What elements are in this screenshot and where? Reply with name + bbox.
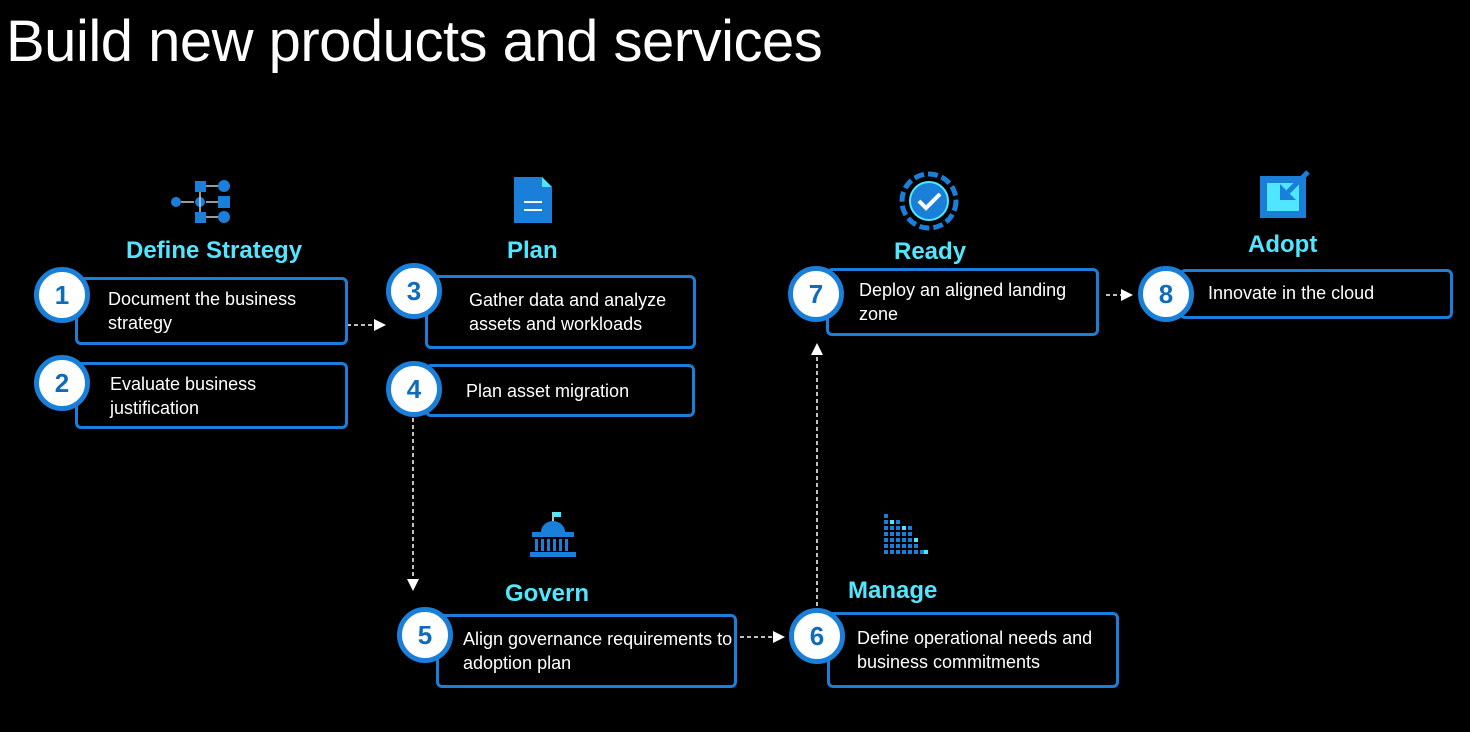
step-8-number: 8 [1138, 266, 1194, 322]
step-3-number: 3 [386, 263, 442, 319]
step-6-box: Define operational needs and business co… [827, 612, 1119, 688]
phase-adopt: Adopt [1248, 231, 1318, 258]
step-7-box: Deploy an aligned landing zone [826, 268, 1099, 336]
monitoring-bars-icon [884, 514, 928, 554]
document-icon [514, 177, 552, 223]
step-2-text: Evaluate business justification [110, 373, 257, 418]
phase-define-strategy: Define Strategy [126, 237, 303, 264]
phase-manage: Manage [848, 577, 938, 604]
government-building-icon [530, 512, 576, 557]
step-4-box: Plan asset migration [425, 364, 695, 417]
phase-plan: Plan [507, 237, 558, 264]
step-7-number: 7 [788, 266, 844, 322]
step-1-box: Document the business strategy [75, 277, 348, 345]
step-8-box: Innovate in the cloud [1179, 269, 1453, 319]
step-5-box: Align governance requirements to adoptio… [436, 614, 737, 688]
phase-govern: Govern [505, 580, 590, 607]
step-5-text: Align governance requirements to adoptio… [463, 629, 733, 673]
step-6-number: 6 [789, 608, 845, 664]
step-1-text: Document the business strategy [108, 289, 297, 333]
checkmark-badge-icon [899, 171, 959, 231]
step-6-text: Define operational needs and business co… [857, 628, 1093, 672]
step-7-text: Deploy an aligned landing zone [859, 280, 1067, 324]
step-4-number: 4 [386, 361, 442, 417]
adopt-arrow-icon [1260, 170, 1310, 218]
step-3-box: Gather data and analyze assets and workl… [425, 275, 696, 349]
step-4-text: Plan asset migration [466, 380, 630, 401]
step-8-text: Innovate in the cloud [1208, 283, 1375, 303]
step-2-box: Evaluate business justification [75, 362, 348, 429]
step-2-number: 2 [34, 355, 90, 411]
step-3-text: Gather data and analyze assets and workl… [469, 290, 667, 334]
page-title: Build new products and services [6, 9, 823, 74]
step-5-number: 5 [397, 607, 453, 663]
step-1-number: 1 [34, 267, 90, 323]
strategy-flow-icon [171, 180, 230, 223]
phase-ready: Ready [894, 238, 967, 265]
